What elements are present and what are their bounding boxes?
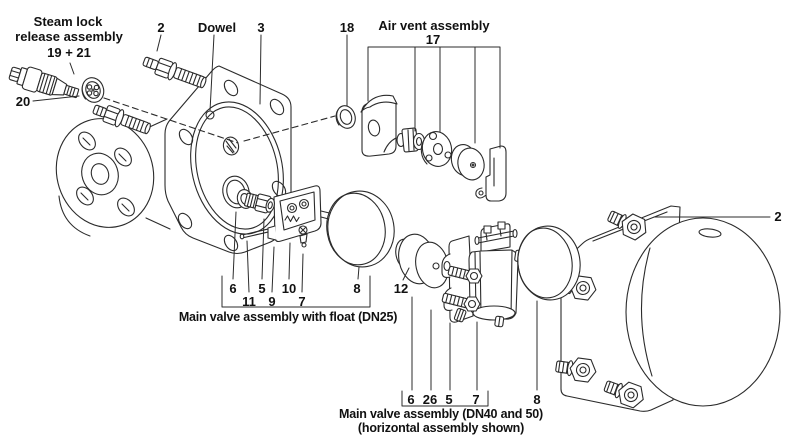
ref-dn40-8: 8 bbox=[533, 392, 541, 407]
ref-dn40-7: 7 bbox=[472, 392, 480, 407]
ref-dn25-7: 7 bbox=[298, 294, 306, 309]
spring-9-drawing bbox=[284, 215, 300, 223]
leader-3 bbox=[259, 34, 262, 105]
leaders-dn40 bbox=[411, 296, 538, 391]
ref-dn40-26: 26 bbox=[422, 392, 438, 407]
seal-disc-20-drawing bbox=[81, 77, 105, 103]
leader-12 bbox=[402, 267, 410, 281]
alignment-dashed-line-right bbox=[243, 115, 336, 142]
flange-nut-drawing bbox=[603, 380, 644, 409]
dn40-caption-line2: (horizontal assembly shown) bbox=[357, 421, 525, 435]
inlet-flange-drawing bbox=[55, 118, 171, 237]
ref-2-right: 2 bbox=[774, 209, 782, 224]
steam-lock-part-drawing bbox=[8, 66, 80, 99]
air-vent-seat-drawing bbox=[396, 127, 426, 153]
trap-body-drawing bbox=[555, 205, 781, 412]
leader-2-top bbox=[156, 34, 162, 52]
flange-nut-drawing bbox=[555, 357, 597, 383]
flange-nut-drawing bbox=[607, 210, 647, 241]
leader-19-21 bbox=[69, 62, 75, 75]
ref-18: 18 bbox=[339, 20, 355, 35]
leaders-dn25 bbox=[232, 211, 360, 293]
alignment-dashed-line-left bbox=[103, 97, 239, 144]
steam-lock-title-line2: release assembly bbox=[15, 29, 123, 44]
float-ball-8-dn25-drawing bbox=[327, 190, 395, 268]
ref-dn25-9: 9 bbox=[268, 294, 276, 309]
bracket-dn40 bbox=[401, 390, 489, 407]
ref-19-21: 19 + 21 bbox=[47, 45, 91, 60]
bracket-dn25 bbox=[221, 275, 371, 308]
ref-dn40-5: 5 bbox=[445, 392, 453, 407]
ref-12: 12 bbox=[393, 281, 409, 296]
air-vent-plate-drawing bbox=[420, 131, 453, 167]
dn40-caption-line1: Main valve assembly (DN40 and 50) bbox=[339, 407, 543, 421]
ref-dn25-6: 6 bbox=[229, 281, 237, 296]
valve-seat-5-drawing bbox=[244, 192, 275, 214]
ref-dn25-5: 5 bbox=[258, 281, 266, 296]
leader-lines bbox=[32, 34, 771, 407]
leader-20 bbox=[32, 95, 80, 102]
main-valve-dn40-drawing bbox=[395, 221, 581, 328]
dn25-caption: Main valve assembly with float (DN25) bbox=[178, 310, 398, 324]
ref-2-top: 2 bbox=[157, 20, 165, 35]
dowel-label: Dowel bbox=[197, 20, 237, 35]
main-valve-dn25-drawing bbox=[222, 175, 395, 268]
ref-dn25-10: 10 bbox=[281, 281, 297, 296]
ref-dn25-8: 8 bbox=[353, 281, 361, 296]
ref-dn25-11: 11 bbox=[242, 294, 256, 309]
air-vent-title: Air vent assembly bbox=[378, 18, 490, 33]
trap-dome-drawing bbox=[625, 217, 781, 407]
steam-lock-title-line1: Steam lock bbox=[33, 14, 103, 29]
leader-dowel bbox=[209, 34, 215, 112]
bracket-17 bbox=[367, 46, 501, 149]
air-vent-capsule-drawing bbox=[450, 144, 485, 181]
ref-3: 3 bbox=[257, 20, 265, 35]
air-vent-clip-drawing bbox=[475, 145, 507, 202]
gasket-ring-18-drawing bbox=[336, 105, 356, 129]
stud-bolt-top-drawing bbox=[142, 56, 207, 89]
ref-17: 17 bbox=[425, 32, 441, 47]
air-vent-assembly-drawing bbox=[335, 94, 507, 202]
ref-dn40-6: 6 bbox=[407, 392, 415, 407]
ref-20: 20 bbox=[15, 94, 31, 109]
stud-bolt-left-drawing bbox=[92, 104, 151, 135]
